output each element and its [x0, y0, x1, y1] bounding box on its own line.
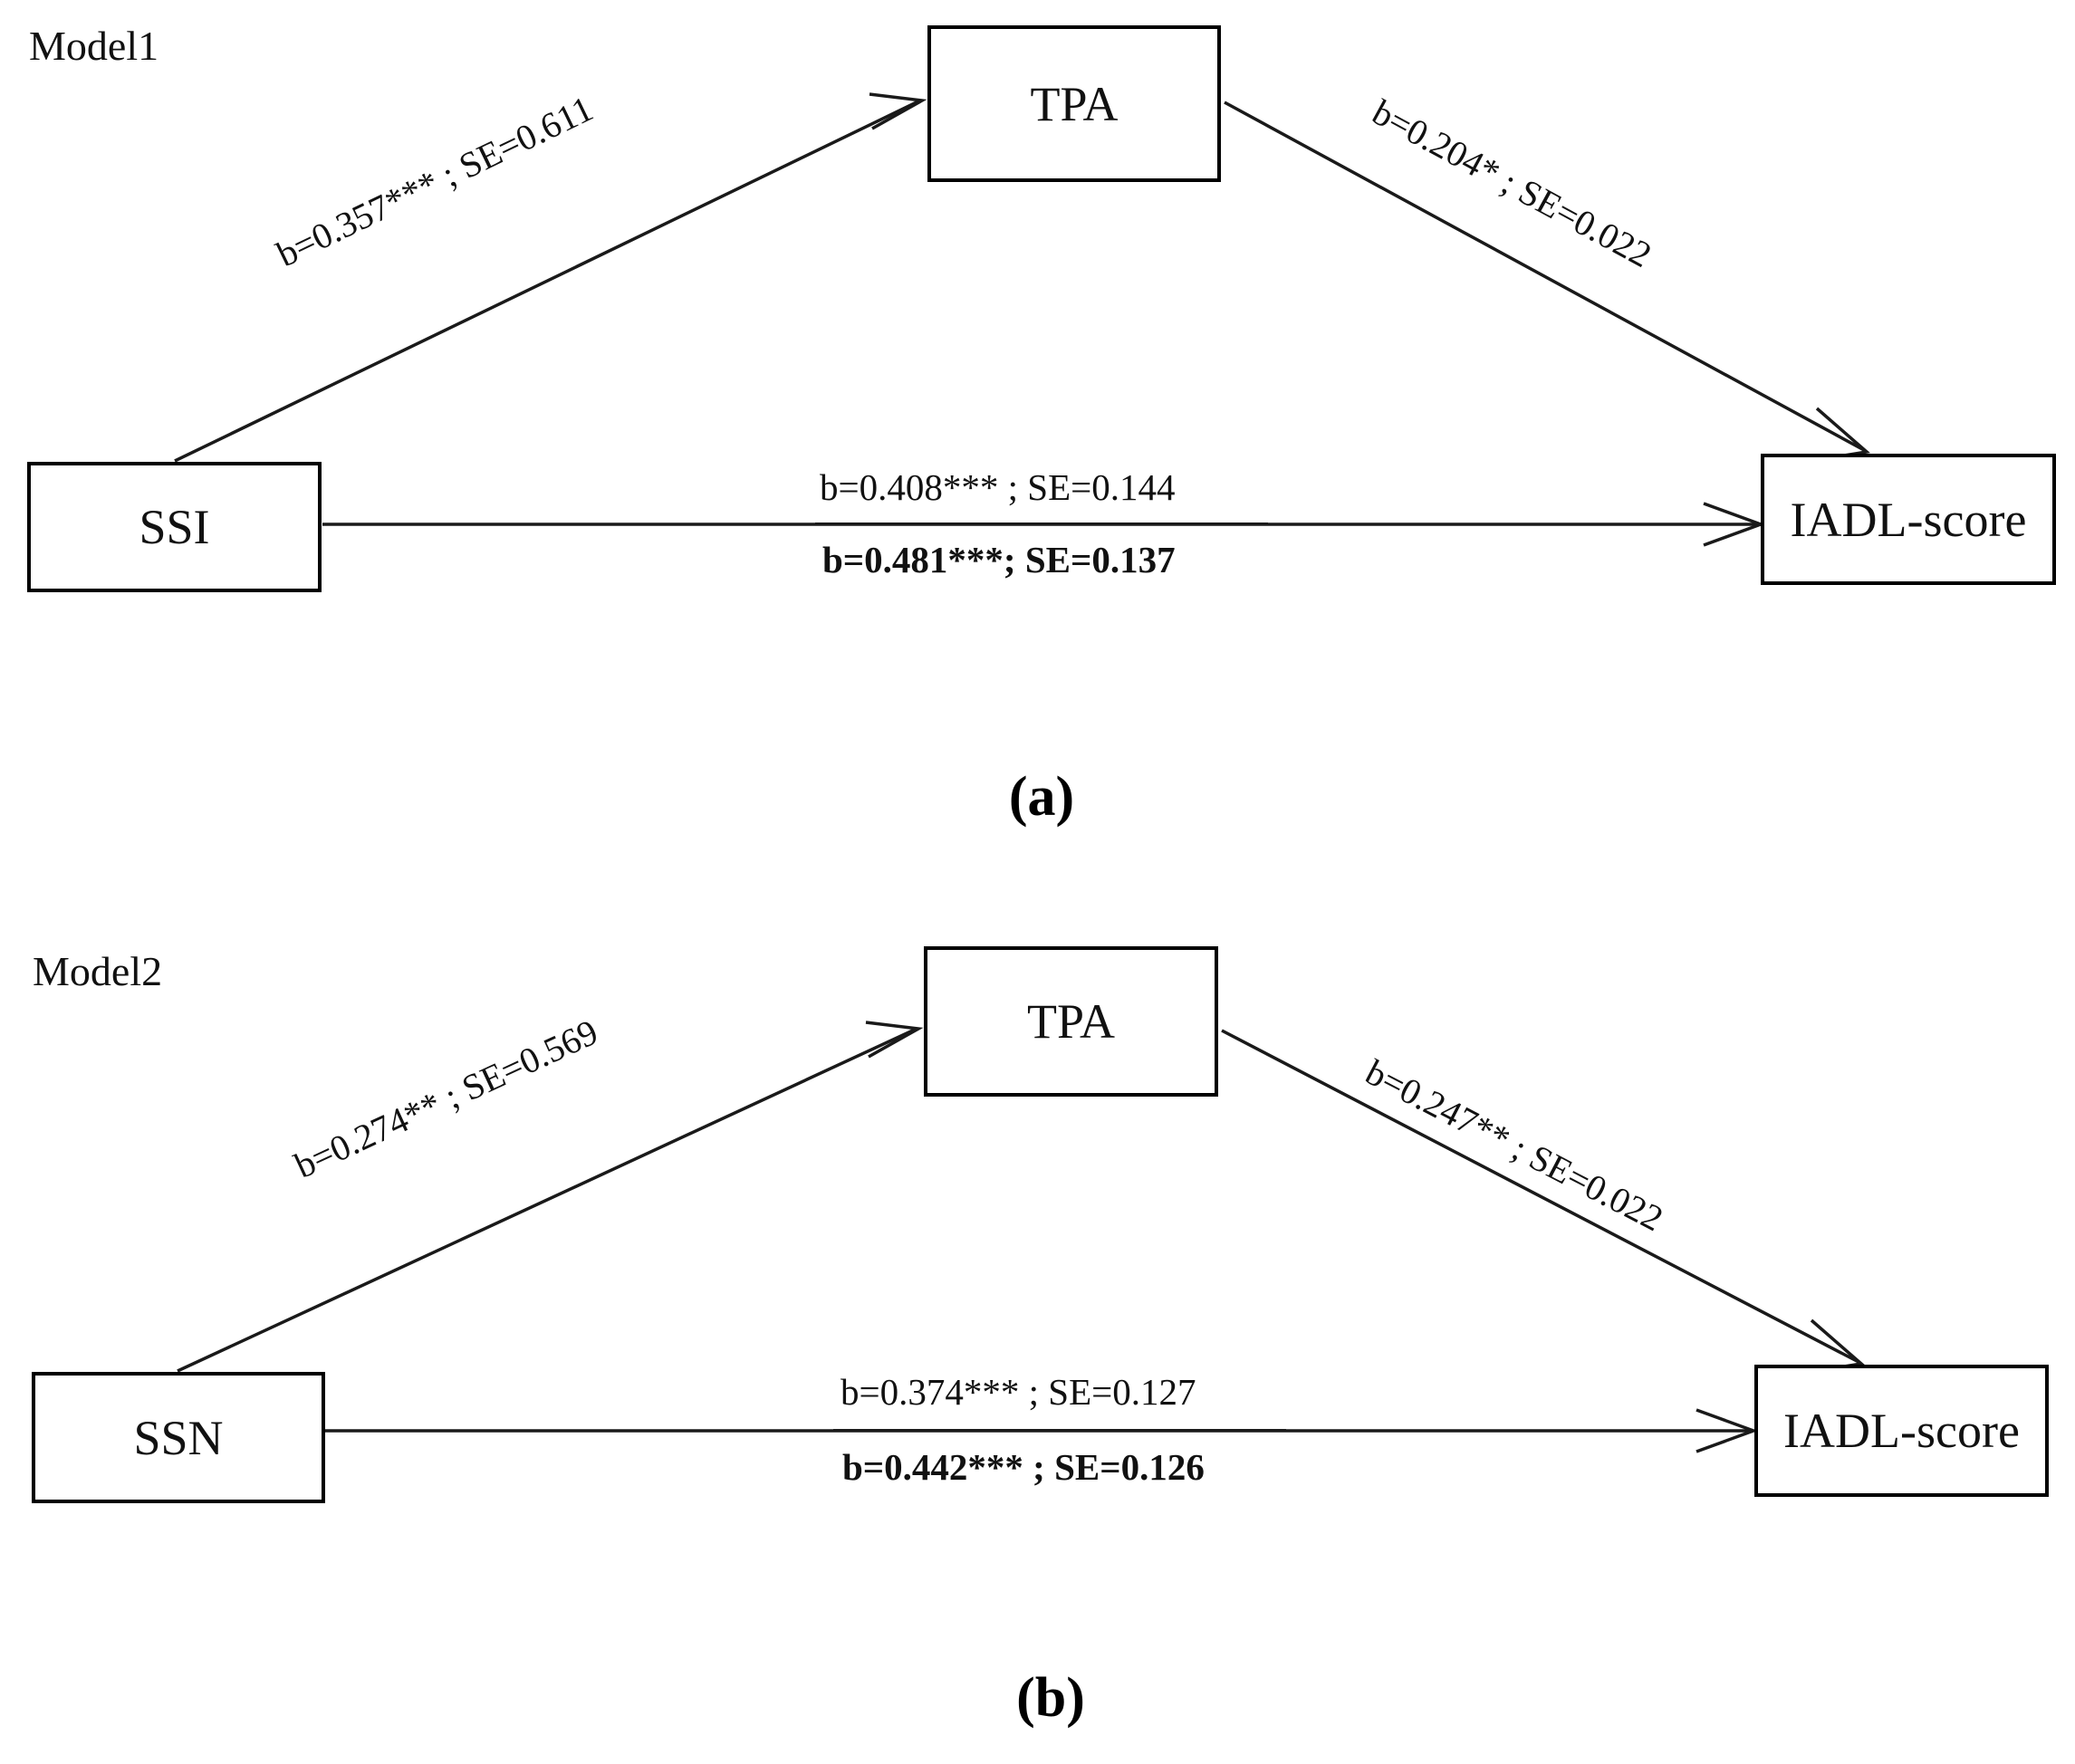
- edge-label-direct-effect-model2: b=0.374*** ; SE=0.127: [841, 1371, 1196, 1413]
- edge-label-b-path-model2: b=0.247** ; SE=0.022: [1359, 1050, 1670, 1240]
- node-iadl-model1[interactable]: IADL-score: [1761, 454, 2056, 585]
- edge-label-total-effect-model2: b=0.442*** ; SE=0.126: [842, 1446, 1205, 1488]
- edge-label-direct-effect-model1: b=0.408*** ; SE=0.144: [820, 466, 1176, 508]
- edge-tpa-to-iadl-b: [1221, 1029, 1859, 1364]
- node-ssi[interactable]: SSI: [27, 462, 322, 592]
- panel-caption-b: (b): [1016, 1667, 1085, 1729]
- node-tpa-model1[interactable]: TPA: [927, 25, 1221, 182]
- node-label-iadl-model1: IADL-score: [1790, 492, 2027, 547]
- node-label-tpa-model1: TPA: [1030, 76, 1119, 131]
- arrowhead-ssn-to-tpa: [865, 1021, 924, 1059]
- arrowhead-ssi-to-tpa: [869, 92, 927, 130]
- node-label-ssi: SSI: [139, 500, 210, 554]
- node-tpa-model2[interactable]: TPA: [924, 946, 1218, 1097]
- arrowhead-ssi-to-iadl: [1703, 502, 1766, 547]
- edge-label-a-path-model1: b=0.357*** ; SE=0.611: [270, 87, 600, 275]
- edge-label-b-path-model1: b=0.204* ; SE=0.022: [1366, 91, 1658, 276]
- node-label-ssn: SSN: [133, 1410, 224, 1465]
- node-label-tpa-model2: TPA: [1026, 994, 1116, 1049]
- panel-caption-a: (a): [1008, 766, 1075, 828]
- node-label-iadl-model2: IADL-score: [1783, 1404, 2020, 1458]
- node-ssn[interactable]: SSN: [32, 1372, 325, 1503]
- edge-ssi-to-tpa: [174, 99, 921, 463]
- edge-label-total-effect-model1: b=0.481***; SE=0.137: [822, 539, 1176, 580]
- model-tag-2: Model2: [33, 948, 163, 994]
- arrowhead-ssn-to-iadl: [1696, 1408, 1759, 1453]
- edge-ssn-to-tpa: [177, 1027, 917, 1373]
- edge-tpa-to-iadl: [1224, 101, 1865, 452]
- node-iadl-model2[interactable]: IADL-score: [1754, 1365, 2049, 1497]
- edge-label-a-path-model2: b=0.274** ; SE=0.569: [288, 1011, 604, 1186]
- model-tag-1: Model1: [29, 23, 159, 69]
